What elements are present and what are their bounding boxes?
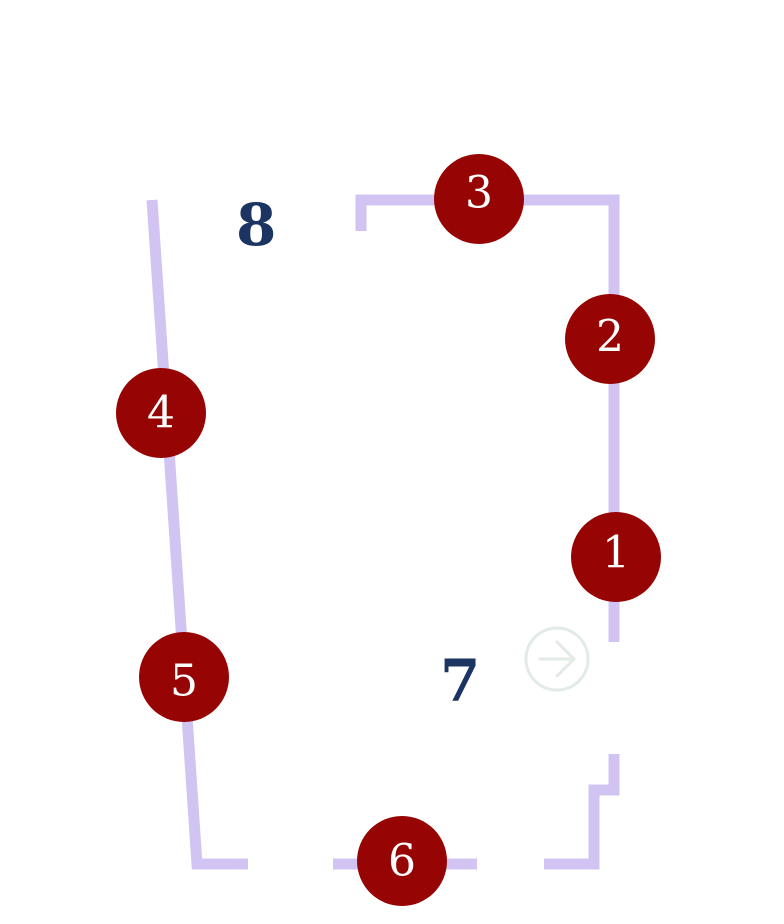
marker-circle	[565, 294, 655, 384]
marker-1[interactable]: 1	[571, 512, 661, 602]
arrow-right-icon	[538, 640, 577, 678]
marker-number: 3	[465, 168, 493, 219]
next-button[interactable]	[524, 626, 590, 692]
marker-3[interactable]: 3	[434, 154, 524, 244]
marker-4[interactable]: 4	[116, 368, 206, 458]
marker-circle	[434, 154, 524, 244]
marker-number: 4	[147, 388, 175, 439]
marker-number: 5	[170, 656, 198, 707]
marker-number: 1	[602, 528, 630, 579]
route-segment-bottom-right	[544, 754, 620, 870]
marker-2[interactable]: 2	[565, 294, 655, 384]
next-button-ring	[524, 626, 590, 692]
marker-circle	[116, 368, 206, 458]
marker-5[interactable]: 5	[139, 632, 229, 722]
route-path	[146, 194, 620, 870]
label-8: 8	[236, 191, 277, 259]
marker-circle	[139, 632, 229, 722]
marker-6[interactable]: 6	[357, 816, 447, 906]
marker-number: 2	[596, 312, 624, 363]
marker-circle	[357, 816, 447, 906]
marker-circle	[571, 512, 661, 602]
label-7: 7	[440, 647, 481, 715]
marker-number: 6	[388, 836, 416, 887]
route-segment-left	[146, 199, 248, 870]
